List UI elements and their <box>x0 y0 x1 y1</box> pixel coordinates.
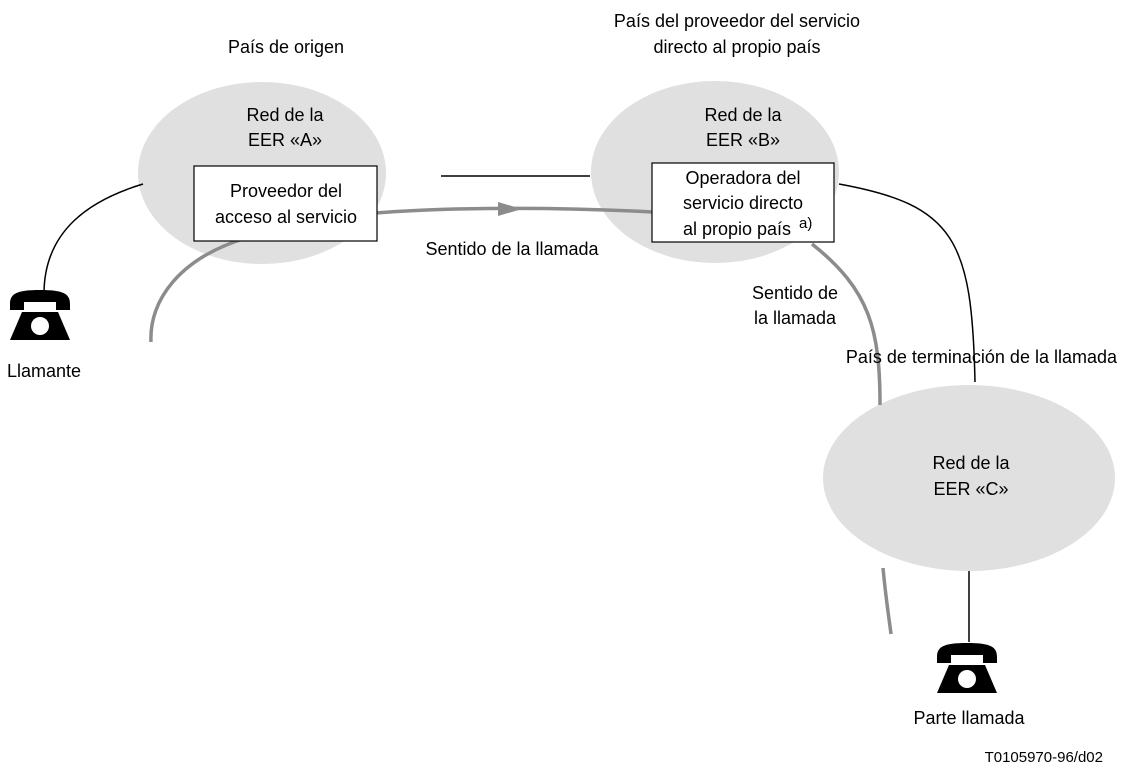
access-provider-label-line1: Proveedor del <box>230 181 342 201</box>
call-direction-label: Sentido de la llamada <box>425 239 599 259</box>
figure-id: T0105970-96/d02 <box>985 749 1103 766</box>
operator-label-line1: Operadora del <box>685 168 800 188</box>
operator-label-line2: servicio directo <box>683 193 803 213</box>
call-direction-label-2-line2: la llamada <box>754 308 837 328</box>
network-a-label-line2: EER «A» <box>248 130 322 150</box>
caller-link-line <box>43 183 144 293</box>
operator-footnote-mark: a) <box>799 215 812 232</box>
call-direction-label-2-line1: Sentido de <box>752 283 838 303</box>
network-b-label-line1: Red de la <box>704 105 782 125</box>
network-c-label-line1: Red de la <box>932 453 1010 473</box>
called-party-label: Parte llamada <box>913 708 1025 728</box>
call-direction-arrow <box>498 202 522 216</box>
termination-country-label: País de terminación de la llamada <box>846 347 1118 367</box>
network-a-label-line1: Red de la <box>246 105 324 125</box>
access-provider-label-line2: acceso al servicio <box>215 207 357 227</box>
origin-country-label: País de origen <box>228 37 344 57</box>
network-c-ellipse <box>823 385 1115 571</box>
provider-country-label-line1: País del proveedor del servicio <box>614 11 860 31</box>
network-b-label-line2: EER «B» <box>706 130 780 150</box>
operator-label-line3: al propio país <box>683 219 791 239</box>
caller-telephone-icon <box>10 290 70 340</box>
called-telephone-icon <box>937 643 997 693</box>
b-c-link-line <box>838 183 976 383</box>
access-provider-box <box>193 165 378 242</box>
caller-label: Llamante <box>7 361 81 381</box>
operator-box <box>651 162 835 243</box>
call-path-to-c <box>810 242 882 406</box>
call-path-end <box>881 567 893 635</box>
network-c-label-line2: EER «C» <box>933 479 1008 499</box>
call-path-origin <box>149 236 247 343</box>
provider-country-label-line2: directo al propio país <box>653 37 820 57</box>
